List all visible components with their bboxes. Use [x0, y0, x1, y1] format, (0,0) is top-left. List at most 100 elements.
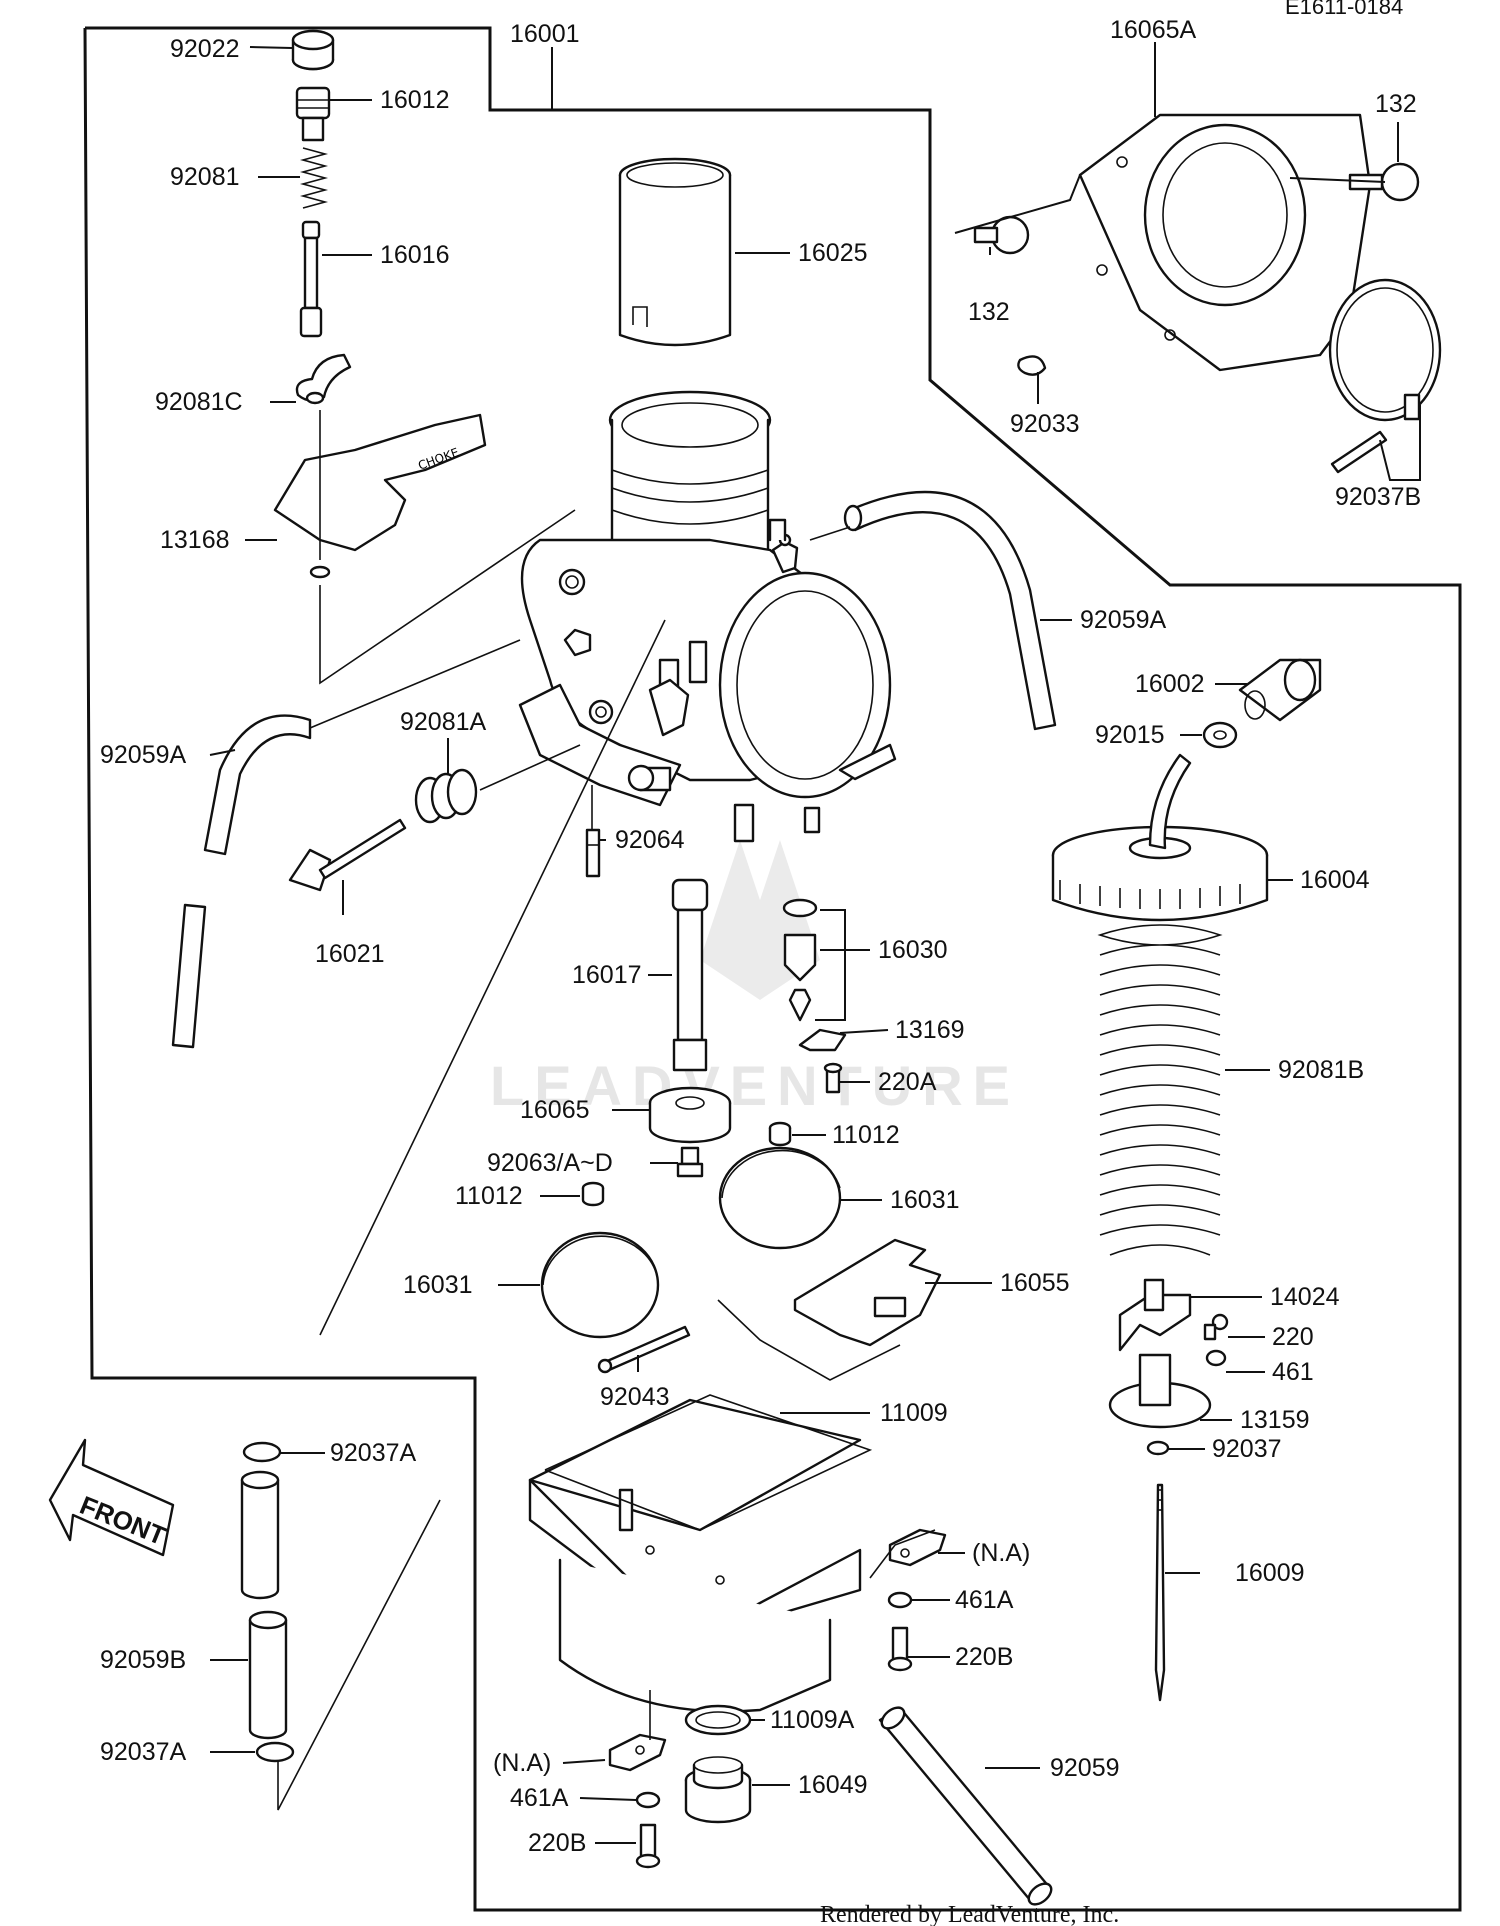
- label-16012: 16012: [380, 86, 450, 114]
- label-11009A: 11009A: [770, 1706, 855, 1734]
- washer-461A-right: [887, 1591, 913, 1609]
- label-92059A-right: 92059A: [1080, 606, 1167, 634]
- clip-92033: [1017, 355, 1047, 376]
- clamp-92037A-top: [242, 1441, 282, 1463]
- label-461A-right: 461A: [955, 1586, 1014, 1614]
- part-labels: 92022 16001 16065A 16012 132 92081 16016…: [100, 16, 1421, 1857]
- drain-plug-16049: [684, 1756, 752, 1824]
- label-461: 461: [1272, 1358, 1314, 1386]
- choke-lever-13168: CHOKE: [273, 413, 487, 579]
- cap-92022: [291, 29, 335, 71]
- jet-92064: [585, 828, 601, 878]
- adapter-16065A: [1078, 113, 1372, 372]
- label-132-top: 132: [1375, 90, 1417, 118]
- needle-jet-16017: [671, 878, 709, 1072]
- label-92043: 92043: [600, 1383, 670, 1411]
- label-16009: 16009: [1235, 1559, 1305, 1587]
- label-92064: 92064: [615, 826, 685, 854]
- holder-14024: [1118, 1278, 1192, 1352]
- label-NA-right: (N.A): [972, 1539, 1030, 1567]
- label-220B-right: 220B: [955, 1643, 1013, 1671]
- float-arm-16055: [793, 1238, 942, 1347]
- label-92081B: 92081B: [1278, 1056, 1364, 1084]
- label-92037A-top: 92037A: [330, 1439, 417, 1467]
- screw-220A: [823, 1062, 843, 1094]
- plate-13159: [1108, 1353, 1212, 1429]
- label-92037A-bottom: 92037A: [100, 1738, 187, 1766]
- top-cap-16004: [1051, 753, 1269, 922]
- label-92037: 92037: [1212, 1435, 1282, 1463]
- label-14024: 14024: [1270, 1283, 1340, 1311]
- front-arrow: FRONT: [48, 1438, 175, 1557]
- plate-NA-right: [888, 1528, 947, 1567]
- spring-92081: [299, 147, 329, 209]
- diagram-code: E1611-0184: [1285, 0, 1403, 19]
- label-16004: 16004: [1300, 866, 1370, 894]
- label-92033: 92033: [1010, 410, 1080, 438]
- label-13169: 13169: [895, 1016, 965, 1044]
- group-frame: [83, 26, 1462, 1912]
- float-valve-16030: [782, 898, 818, 1022]
- label-92081A: 92081A: [400, 708, 487, 736]
- screw-132-left: [973, 215, 1030, 255]
- label-16021: 16021: [315, 940, 385, 968]
- adjuster-16012: [295, 86, 331, 142]
- spring-92081A: [414, 768, 478, 824]
- lever-92081C: [295, 353, 352, 405]
- label-16031-right: 16031: [890, 1186, 960, 1214]
- label-16017: 16017: [572, 961, 642, 989]
- pin-92043: [597, 1325, 691, 1374]
- label-11012-right: 11012: [832, 1121, 900, 1149]
- label-92063: 92063/A~D: [487, 1149, 613, 1177]
- plate-NA-left: [608, 1733, 667, 1772]
- hose-92059A-left: [171, 714, 312, 1049]
- label-16025: 16025: [798, 239, 868, 267]
- label-220A: 220A: [878, 1068, 937, 1096]
- hose-92059A-right: [843, 490, 1057, 731]
- plunger-16016: [299, 220, 323, 338]
- label-NA-left: (N.A): [493, 1749, 551, 1777]
- gasket-11009A: [684, 1704, 752, 1736]
- label-92059: 92059: [1050, 1754, 1120, 1782]
- label-92037B: 92037B: [1335, 483, 1421, 511]
- label-11009: 11009: [880, 1399, 948, 1427]
- hose-92059: [878, 1706, 1053, 1906]
- label-13159: 13159: [1240, 1406, 1310, 1434]
- washer-461: [1205, 1349, 1227, 1367]
- nut-92015: [1202, 721, 1238, 749]
- label-92081: 92081: [170, 163, 240, 191]
- clip-92037: [1146, 1440, 1170, 1456]
- label-11012-left: 11012: [455, 1182, 523, 1210]
- pilot-screw-16021: [288, 818, 407, 892]
- spring-92081B: [1097, 924, 1223, 1256]
- label-92059B: 92059B: [100, 1646, 186, 1674]
- cap-11012-right: [768, 1121, 792, 1147]
- credit-text: Rendered by LeadVenture, Inc.: [820, 1902, 1119, 1926]
- label-16001: 16001: [510, 20, 580, 48]
- label-92081C: 92081C: [155, 388, 243, 416]
- float-16031-left: [540, 1231, 660, 1339]
- washer-461A-left: [635, 1791, 661, 1809]
- label-16055: 16055: [1000, 1269, 1070, 1297]
- label-16031-left: 16031: [403, 1271, 473, 1299]
- label-220: 220: [1272, 1323, 1314, 1351]
- leader-lines: [209, 42, 1399, 1844]
- clamp-92037B: [1328, 278, 1442, 474]
- main-jet-92063: [676, 1146, 704, 1178]
- label-92059A-left: 92059A: [100, 741, 187, 769]
- label-92015: 92015: [1095, 721, 1165, 749]
- label-13168: 13168: [160, 526, 230, 554]
- label-16030: 16030: [878, 936, 948, 964]
- label-16002: 16002: [1135, 670, 1205, 698]
- clamp-92037A-bottom: [255, 1741, 295, 1763]
- float-16031-right: [718, 1146, 842, 1250]
- label-461A-left: 461A: [510, 1784, 569, 1812]
- float-bowl-11009: [528, 1398, 862, 1713]
- label-92022: 92022: [170, 35, 240, 63]
- screw-220B-right: [887, 1626, 913, 1672]
- cap-11012-left: [581, 1181, 605, 1207]
- screw-220: [1203, 1313, 1229, 1341]
- throttle-valve-16025: [618, 157, 732, 347]
